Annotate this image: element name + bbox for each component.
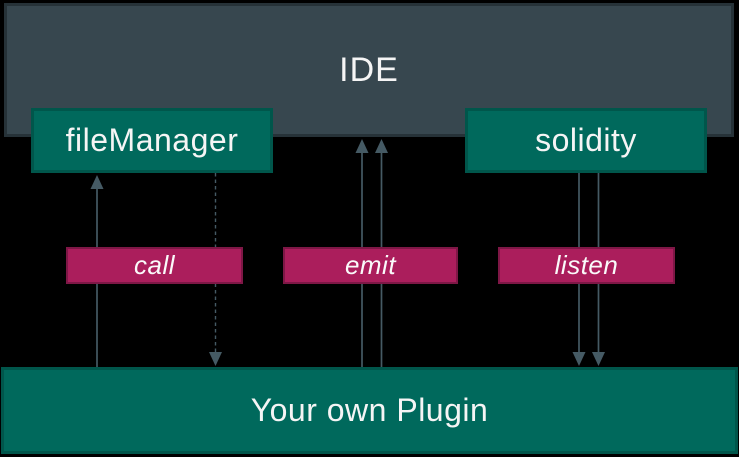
node-ide-label: IDE <box>339 50 399 89</box>
node-filemanager-label: fileManager <box>65 122 239 158</box>
node-plugin-label: Your own Plugin <box>250 392 489 428</box>
edge-label-call: call <box>66 247 243 284</box>
node-filemanager: fileManager <box>31 108 273 173</box>
node-solidity-label: solidity <box>535 122 637 158</box>
edge-label-listen: listen <box>498 247 675 284</box>
edge-label-emit-text: emit <box>344 250 397 280</box>
node-solidity: solidity <box>465 108 707 173</box>
edge-label-emit: emit <box>283 247 458 284</box>
edge-label-listen-text: listen <box>554 250 619 280</box>
call-return-dashed-arrow <box>209 173 222 366</box>
edge-label-call-text: call <box>133 250 175 280</box>
node-plugin: Your own Plugin <box>1 367 738 454</box>
